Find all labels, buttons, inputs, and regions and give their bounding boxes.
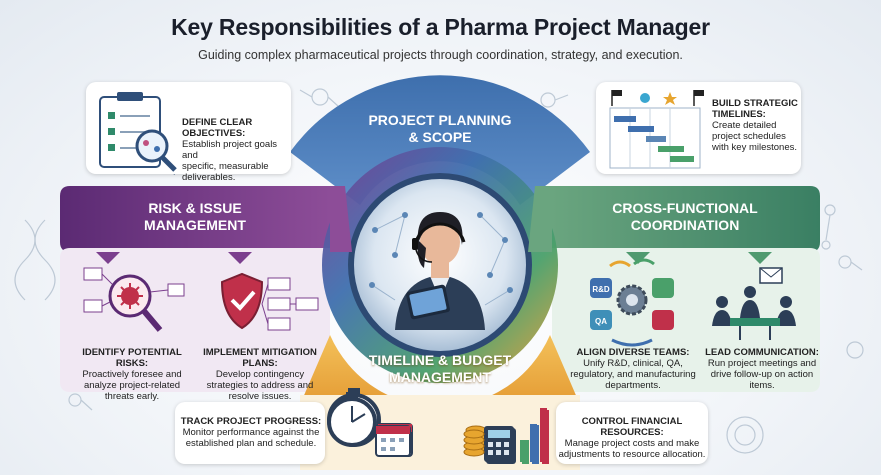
mitigation-line: Develop contingency [215, 369, 305, 380]
planning-title-line2: & SCOPE [408, 129, 472, 145]
timelines-title: BUILD STRATEGIC TIMELINES: [712, 98, 798, 120]
communication-title: LEAD COMMUNICATION: [705, 347, 819, 358]
financial-text: CONTROL FINANCIAL RESOURCES: Manage proj… [556, 416, 708, 460]
financial-line: Manage project costs and make [564, 438, 700, 449]
page-title: Key Responsibilities of a Pharma Project… [171, 14, 710, 40]
planning-title-line1: PROJECT PLANNING [368, 112, 512, 128]
mitigation-text: IMPLEMENT MITIGATION PLANS: Develop cont… [192, 347, 328, 402]
coordination-caption: CROSS-FUNCTIONAL COORDINATION [560, 200, 810, 234]
team-gears-icon [590, 258, 674, 347]
coordination-band [552, 186, 820, 252]
virus-magnifier-icon [83, 267, 185, 332]
shield-check-icon [220, 272, 319, 331]
progress-card [175, 402, 325, 464]
teams-line: regulatory, and manufacturing [570, 369, 696, 380]
risk-title-line1: RISK & ISSUE [148, 200, 242, 216]
project-manager-tablet-icon [395, 212, 485, 330]
progress-title: TRACK PROJECT PROGRESS: [180, 416, 322, 427]
objectives-line: Establish project goals and [182, 139, 278, 161]
timelines-line: Create detailed [712, 120, 777, 131]
risk-title-line2: MANAGEMENT [144, 217, 246, 233]
communication-text: LEAD COMMUNICATION: Run project meetings… [704, 347, 820, 391]
planning-arc [290, 75, 590, 205]
progress-text: TRACK PROJECT PROGRESS: Monitor performa… [178, 416, 324, 449]
progress-line: established plan and schedule. [185, 438, 317, 449]
timeline-title-line1: TIMELINE & BUDGET [368, 352, 512, 368]
page-subtitle: Guiding complex pharmaceutical projects … [198, 48, 683, 62]
mitigation-line: resolve issues. [228, 391, 292, 402]
communication-line: Run project meetings and [707, 358, 817, 369]
risk-band [60, 186, 330, 252]
mitigation-title: IMPLEMENT MITIGATION PLANS: [203, 347, 317, 369]
planning-caption: PROJECT PLANNING & SCOPE [345, 112, 535, 146]
financial-card [556, 402, 708, 464]
coordination-title-line1: CROSS-FUNCTIONAL [612, 200, 758, 216]
objectives-line: deliverables. [182, 172, 236, 183]
teams-line: departments. [605, 380, 661, 391]
risks-line: Proactively foresee and [82, 369, 182, 380]
objectives-text: DEFINE CLEAR OBJECTIVES: Establish proje… [182, 117, 292, 183]
network-lines [371, 214, 511, 306]
communication-line: drive follow-up on action [710, 369, 814, 380]
communication-line: items. [749, 380, 775, 391]
teams-title: ALIGN DIVERSE TEAMS: [576, 347, 690, 358]
timelines-line: with key milestones. [712, 142, 798, 153]
risk-caption: RISK & ISSUE MANAGEMENT [70, 200, 320, 234]
financial-line: adjustments to resource allocation. [558, 449, 706, 460]
timelines-line: project schedules [712, 131, 786, 142]
progress-line: Monitor performance against the [182, 427, 320, 438]
teams-text: ALIGN DIVERSE TEAMS: Unify R&D, clinical… [558, 347, 708, 391]
coordination-panel [552, 248, 820, 392]
coordination-title-line2: COORDINATION [630, 217, 740, 233]
mitigation-line: strategies to address and [206, 380, 314, 391]
teams-line: Unify R&D, clinical, QA, [583, 358, 683, 369]
risks-title: IDENTIFY POTENTIAL RISKS: [82, 347, 182, 369]
timelines-text: BUILD STRATEGIC TIMELINES: Create detail… [712, 98, 798, 153]
risks-line: analyze project-related [83, 380, 181, 391]
risks-text: IDENTIFY POTENTIAL RISKS: Proactively fo… [70, 347, 194, 402]
timeline-caption: TIMELINE & BUDGET MANAGEMENT [335, 352, 545, 386]
timeline-arc [302, 335, 578, 408]
objectives-title: DEFINE CLEAR OBJECTIVES: [182, 117, 253, 139]
risks-line: threats early. [104, 391, 160, 402]
timeline-title-line2: MANAGEMENT [389, 369, 491, 385]
financial-title: CONTROL FINANCIAL RESOURCES: [581, 416, 683, 438]
molecule-decoration [14, 88, 864, 454]
meeting-icon [712, 267, 796, 340]
objectives-line: specific, measurable [182, 161, 269, 172]
